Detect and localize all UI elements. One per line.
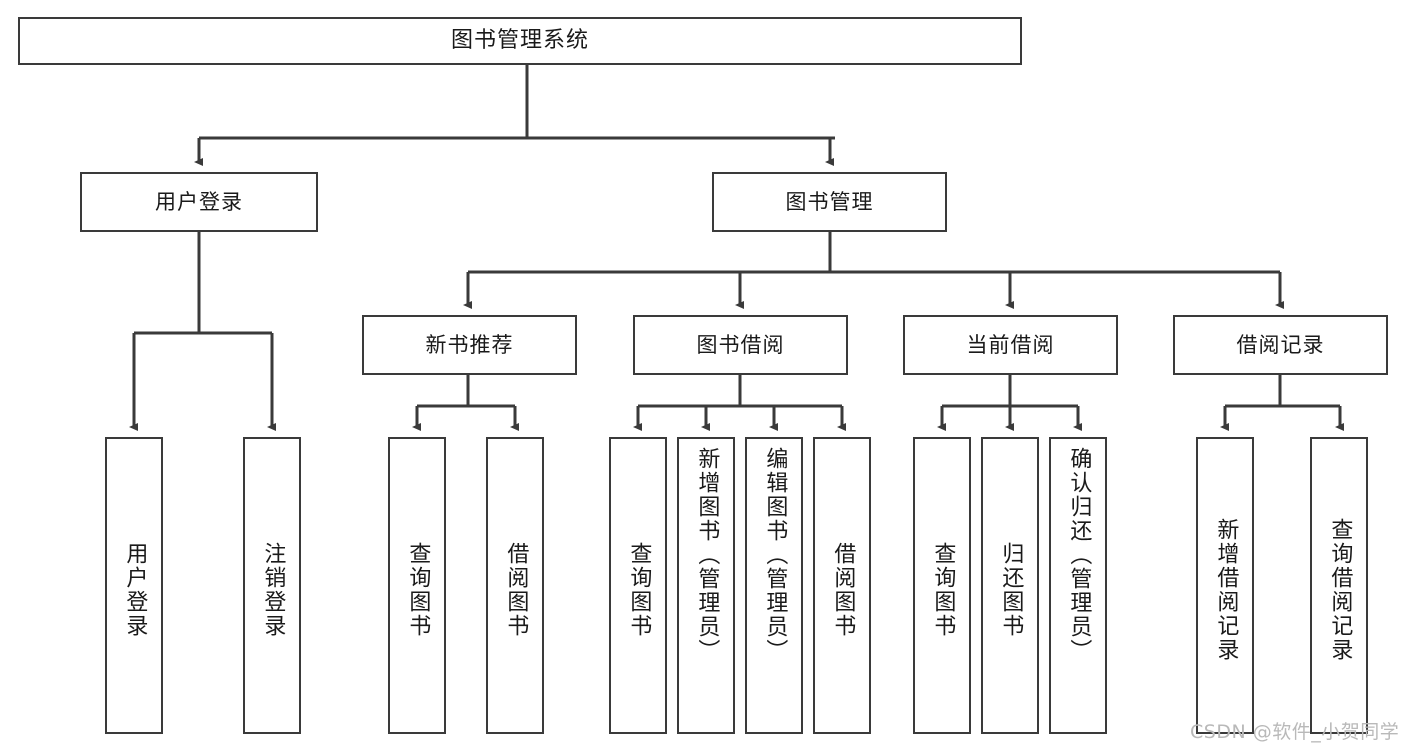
watermark: CSDN @软件_小贺同学 [1190,721,1400,743]
leaf-current-query-books-wrap: 查询图书 [915,447,969,732]
leaf-user-login-wrap: 用户登录 [107,447,161,732]
leaf-current-query-books-label: 查询图书 [930,541,956,638]
leaf-logout-wrap: 注销登录 [245,447,299,732]
leaf-add-borrow-record-label: 新增借阅记录 [1213,517,1239,662]
node-current-borrow-label: 当前借阅 [966,332,1055,357]
leaf-borrow-query-books-label: 查询图书 [626,541,652,638]
leaf-borrow-books[interactable]: 借阅图书 [813,437,871,734]
leaf-borrow-query-books-wrap: 查询图书 [611,447,665,732]
node-new-book-recommend-label: 新书推荐 [425,332,514,357]
leaf-add-borrow-record[interactable]: 新增借阅记录 [1196,437,1254,734]
leaf-borrow-query-books[interactable]: 查询图书 [609,437,667,734]
node-book-borrow-label: 图书借阅 [696,332,785,357]
leaf-user-login-label: 用户登录 [122,541,148,638]
node-new-book-recommend[interactable]: 新书推荐 [362,315,577,375]
node-borrow-record-label: 借阅记录 [1236,332,1325,357]
leaf-new-book-borrow-books[interactable]: 借阅图书 [486,437,544,734]
node-book-borrow[interactable]: 图书借阅 [633,315,848,375]
leaf-query-borrow-record-wrap: 查询借阅记录 [1312,447,1366,732]
node-user-login[interactable]: 用户登录 [80,172,318,232]
leaf-query-borrow-record[interactable]: 查询借阅记录 [1310,437,1368,734]
leaf-borrow-books-label: 借阅图书 [830,541,856,638]
leaf-borrow-books-wrap: 借阅图书 [815,447,869,732]
node-book-management[interactable]: 图书管理 [712,172,947,232]
leaf-new-book-query-books-wrap: 查询图书 [390,447,444,732]
leaf-logout-label: 注销登录 [260,541,286,638]
leaf-add-book-admin-wrap: 新增图书（管理员） [679,447,733,732]
leaf-new-book-borrow-books-wrap: 借阅图书 [488,447,542,732]
leaf-return-books[interactable]: 归还图书 [981,437,1039,734]
node-borrow-record[interactable]: 借阅记录 [1173,315,1388,375]
leaf-add-borrow-record-wrap: 新增借阅记录 [1198,447,1252,732]
leaf-add-book-admin-label: 新增图书（管理员） [694,447,720,663]
leaf-new-book-borrow-books-label: 借阅图书 [503,541,529,638]
leaf-edit-book-admin-wrap: 编辑图书（管理员） [747,447,801,732]
leaf-logout[interactable]: 注销登录 [243,437,301,734]
leaf-query-borrow-record-label: 查询借阅记录 [1327,517,1353,662]
leaf-add-book-admin[interactable]: 新增图书（管理员） [677,437,735,734]
leaf-current-query-books[interactable]: 查询图书 [913,437,971,734]
node-current-borrow[interactable]: 当前借阅 [903,315,1118,375]
node-root-label: 图书管理系统 [450,28,589,53]
node-root[interactable]: 图书管理系统 [18,17,1022,65]
leaf-new-book-query-books-label: 查询图书 [405,541,431,638]
leaf-user-login[interactable]: 用户登录 [105,437,163,734]
leaf-confirm-return-admin-wrap: 确认归还（管理员） [1051,447,1105,732]
leaf-edit-book-admin-label: 编辑图书（管理员） [762,447,788,663]
leaf-return-books-label: 归还图书 [998,541,1024,638]
node-book-management-label: 图书管理 [785,189,874,214]
leaf-return-books-wrap: 归还图书 [983,447,1037,732]
leaf-confirm-return-admin-label: 确认归还（管理员） [1066,447,1092,663]
node-user-login-label: 用户登录 [155,189,243,214]
leaf-edit-book-admin[interactable]: 编辑图书（管理员） [745,437,803,734]
leaf-confirm-return-admin[interactable]: 确认归还（管理员） [1049,437,1107,734]
leaf-new-book-query-books[interactable]: 查询图书 [388,437,446,734]
